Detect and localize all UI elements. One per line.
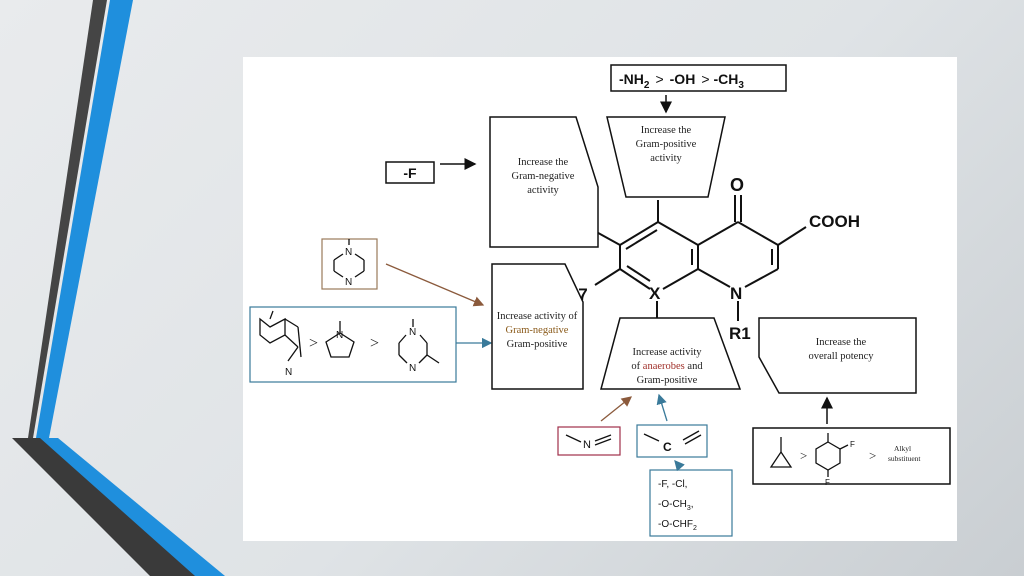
quinolone-core [590, 195, 807, 321]
blue-stripe [36, 0, 133, 438]
box-gram-positive-r5: Increase the Gram-positive activity [606, 116, 726, 198]
quinolone-sar-diagram: R5 R6 R7 R8 R1 X N O COOH -NH2>-OH>-CH3 … [249, 64, 951, 537]
x-atom: X [649, 284, 661, 303]
arrow-halogen [674, 460, 685, 472]
box-r8-activity: Increase activity of anaerobes and Gram-… [600, 317, 742, 390]
svg-text:substituent: substituent [888, 454, 921, 463]
svg-text:Gram-negative: Gram-negative [512, 171, 575, 182]
svg-text:Alkyl: Alkyl [894, 444, 911, 453]
svg-text:Gram-negative: Gram-negative [506, 325, 569, 336]
svg-text:-F, -Cl,: -F, -Cl, [658, 479, 687, 490]
ch3-group: -CH [714, 71, 739, 87]
svg-text:N: N [409, 363, 416, 374]
imine-box: N [557, 426, 621, 456]
box-r1-potency: Increase the overall potency [758, 317, 917, 394]
svg-text:>: > [869, 448, 876, 463]
n1-atom: N [730, 284, 742, 303]
svg-text:Increase the: Increase the [641, 125, 692, 136]
dark-stripe [28, 0, 107, 438]
r1-substituent-box: > > F F Alkyl substituent [752, 427, 951, 487]
fluoro-box: -F [385, 161, 435, 184]
svg-text:Increase the: Increase the [518, 157, 569, 168]
svg-text:Gram-positive: Gram-positive [636, 139, 697, 150]
arrow-piperazine [385, 263, 485, 307]
svg-text:F: F [850, 440, 855, 449]
svg-text:activity: activity [650, 153, 682, 164]
r1-label: R1 [729, 324, 751, 343]
svg-text:N: N [336, 330, 343, 341]
svg-text:>: > [370, 335, 379, 352]
arrow-imine [600, 396, 633, 422]
svg-text:of anaerobes and: of anaerobes and [631, 361, 703, 372]
oh-group: -OH [670, 71, 696, 87]
blue-wedge [40, 438, 225, 576]
svg-text:Gram-positive: Gram-positive [637, 375, 698, 386]
diagram-image: R5 R6 R7 R8 R1 X N O COOH -NH2>-OH>-CH3 … [243, 57, 957, 541]
top-substituent-box: -NH2>-OH>-CH3 [610, 64, 787, 92]
svg-text:-O-CH3,: -O-CH3, [658, 499, 694, 512]
svg-text:activity: activity [527, 185, 559, 196]
svg-text:-F: -F [403, 165, 417, 181]
nh2-group: -NH [619, 71, 644, 87]
cooh-group: COOH [809, 212, 860, 231]
svg-text:N: N [345, 277, 352, 288]
svg-text:N: N [409, 327, 416, 338]
svg-text:Increase activity of: Increase activity of [497, 311, 578, 322]
box-r7-activity: Increase activity of Gram-negative Gram-… [491, 263, 584, 390]
svg-text:N: N [583, 439, 591, 451]
svg-text:Increase the: Increase the [816, 337, 867, 348]
svg-text:N: N [285, 367, 292, 378]
svg-text:N: N [345, 247, 352, 258]
svg-text:>: > [800, 448, 807, 463]
svg-text:-O-CHF2: -O-CHF2 [658, 519, 697, 532]
svg-text:overall potency: overall potency [808, 351, 874, 362]
oxo-atom: O [730, 175, 744, 195]
svg-text:>: > [309, 335, 318, 352]
alkene-box: C [636, 424, 708, 458]
box-gram-negative-r6: Increase the Gram-negative activity [489, 116, 599, 248]
halogen-list-box: -F, -Cl, -O-CH3, -O-CHF2 [649, 469, 733, 537]
svg-text:-NH2>-OH>-CH3: -NH2>-OH>-CH3 [619, 71, 744, 91]
svg-text:Increase activity: Increase activity [632, 347, 702, 358]
arrow-alkene [656, 393, 668, 422]
r7-ranking-box: N N N N > > [249, 306, 457, 383]
svg-text:C: C [663, 440, 672, 454]
svg-text:Gram-positive: Gram-positive [507, 339, 568, 350]
svg-text:F: F [825, 478, 830, 487]
piperazine-box: N N [321, 238, 378, 290]
